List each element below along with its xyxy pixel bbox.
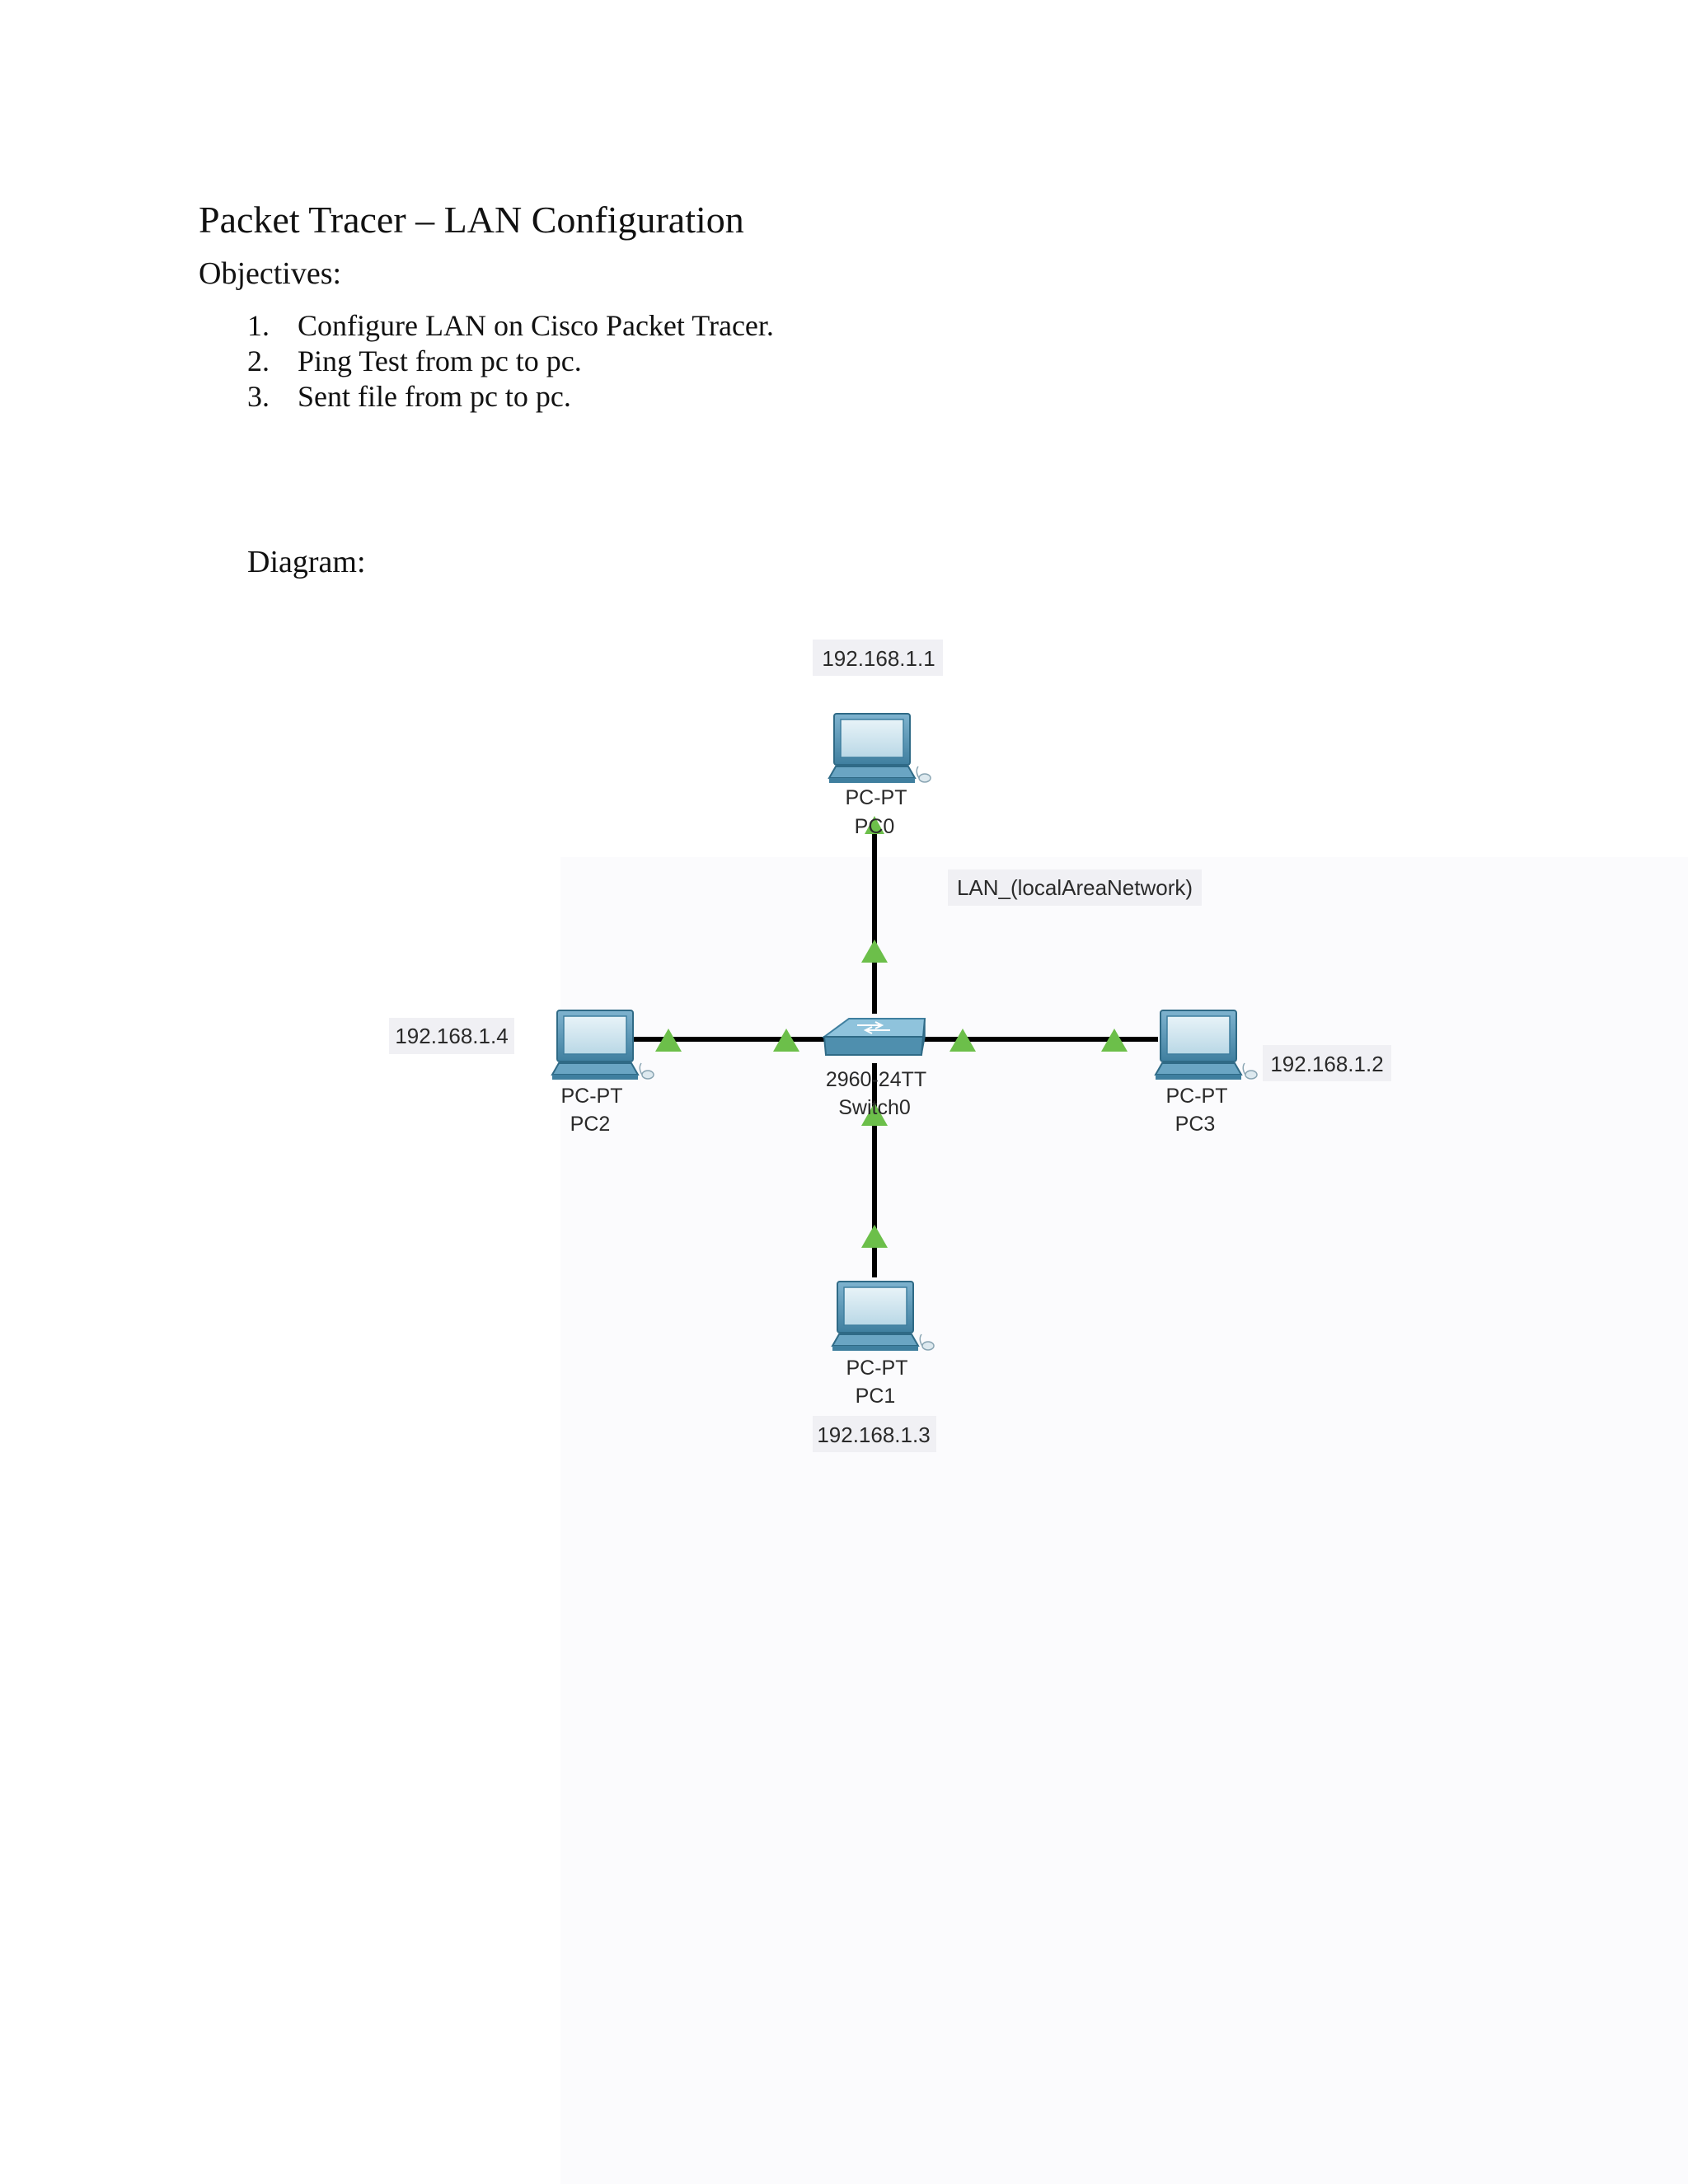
pc1-name-label: PC1	[856, 1385, 896, 1408]
pc1-model-label: PC-PT	[846, 1357, 908, 1380]
network-label-bg	[948, 869, 1202, 906]
pc2-ip-label: 192.168.1.4	[395, 1024, 508, 1048]
link-status-triangle	[1101, 1029, 1128, 1052]
pc1-icon	[832, 1281, 935, 1352]
objective-number: 3.	[247, 380, 270, 413]
network-label: LAN_(localAreaNetwork)	[957, 875, 1193, 900]
pc0-model-label: PC-PT	[846, 786, 907, 809]
link-status-triangle	[773, 1029, 799, 1052]
link-status-triangle	[950, 1029, 976, 1052]
pc3-ip-label: 192.168.1.2	[1270, 1052, 1383, 1076]
link-status-triangle	[655, 1029, 682, 1052]
objective-text: Configure LAN on Cisco Packet Tracer.	[298, 309, 774, 342]
switch-icon	[821, 1018, 926, 1056]
link-status-triangle	[861, 1103, 888, 1126]
link-status-triangle	[861, 940, 888, 963]
objective-text: Ping Test from pc to pc.	[298, 344, 582, 377]
ip-label-bg	[1263, 1045, 1391, 1081]
diagram-heading: Diagram:	[247, 545, 366, 579]
pc2-model-label: PC-PT	[561, 1085, 623, 1108]
objective-number: 1.	[247, 309, 270, 342]
pc0-name-label: PC0	[855, 815, 895, 838]
objective-number: 2.	[247, 344, 270, 377]
pc2-icon	[551, 1010, 654, 1080]
objectives-list: 1. Configure LAN on Cisco Packet Tracer.…	[247, 308, 774, 415]
pc3-icon	[1155, 1010, 1258, 1080]
diagram-background	[560, 857, 1688, 2184]
switch-model-label: 2960-24TT	[826, 1068, 926, 1091]
ip-label-bg	[813, 1416, 936, 1452]
document-title: Packet Tracer – LAN Configuration	[199, 199, 744, 241]
objective-text: Sent file from pc to pc.	[298, 380, 571, 413]
pc2-name-label: PC2	[570, 1113, 611, 1136]
pc3-name-label: PC3	[1175, 1113, 1216, 1136]
link-status-triangle	[861, 1225, 888, 1248]
ip-label-bg	[389, 1018, 514, 1054]
ip-label-bg	[813, 640, 943, 676]
objectives-heading: Objectives:	[199, 256, 342, 291]
pc1-ip-label: 192.168.1.3	[817, 1422, 930, 1447]
objective-item: 3. Sent file from pc to pc.	[247, 379, 774, 415]
link-status-indicators	[655, 816, 1128, 1248]
link-status-triangle	[865, 816, 884, 834]
pc0-icon	[828, 713, 931, 784]
switch-name-label: Switch0	[838, 1096, 911, 1119]
objective-item: 2. Ping Test from pc to pc.	[247, 344, 774, 379]
objective-item: 1. Configure LAN on Cisco Packet Tracer.	[247, 308, 774, 344]
pc3-model-label: PC-PT	[1166, 1085, 1228, 1108]
pc0-ip-label: 192.168.1.1	[822, 646, 935, 671]
